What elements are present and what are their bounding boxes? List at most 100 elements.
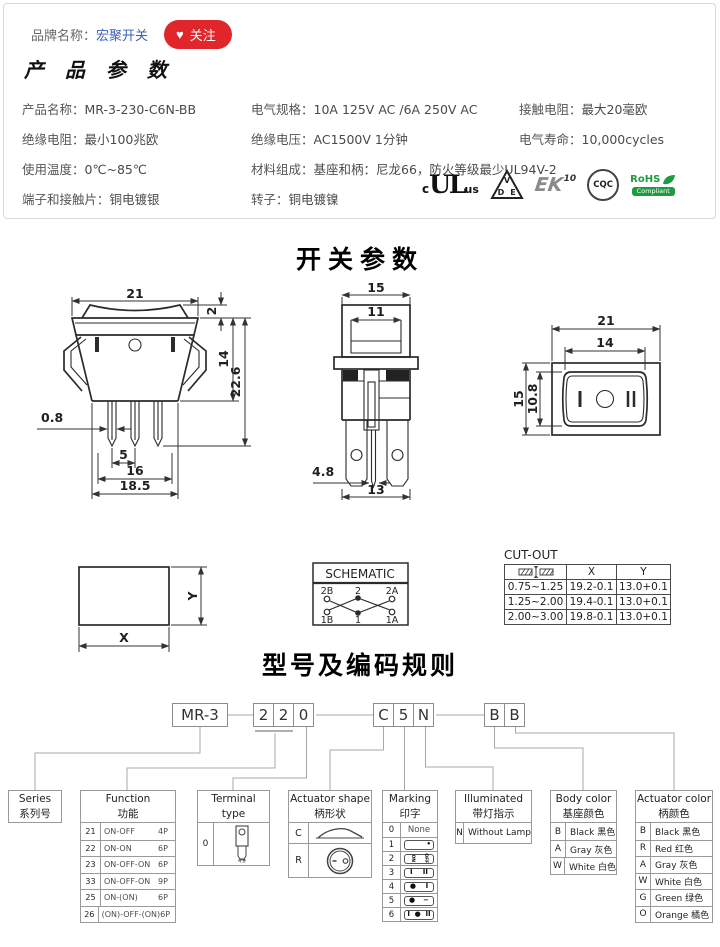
table-row: C	[289, 823, 371, 843]
side-view-drawing: 15 11 4.8 13	[312, 280, 419, 500]
coding-connector-lines	[34, 714, 675, 790]
follow-label: 关注	[189, 28, 216, 43]
category-series: Series 系列号	[8, 790, 62, 823]
spec-contact-resistance: 接触电阻：最大20毫欧	[519, 102, 648, 117]
code-cell: 5	[393, 703, 414, 727]
leaf-icon	[663, 174, 676, 184]
code-cell: B	[504, 703, 525, 727]
spec-rotor: 转子：铜电镀镍	[251, 192, 339, 207]
code-cell: C	[373, 703, 394, 727]
dim-label: Y	[185, 591, 200, 602]
code-cell: 2	[253, 703, 274, 727]
dim-label: 2	[204, 307, 219, 316]
table-row: 6 I●II	[383, 907, 437, 921]
category-actuator-color: Actuator color 柄颜色	[635, 790, 713, 823]
dim-label: 18.5	[120, 478, 151, 493]
top-view-drawing: 21 14 15 10.8	[511, 313, 661, 436]
dim-label: 10.8	[525, 384, 540, 415]
code-letters: C 5 N	[373, 703, 434, 727]
schematic-title: SCHEMATIC	[325, 567, 394, 581]
dim-label: 15	[367, 280, 384, 295]
marking-icon-dot-dash: ●−	[404, 895, 434, 906]
dim-label: 14	[596, 335, 614, 350]
spec-insulation-voltage: 绝缘电压：AC1500V 1分钟	[251, 132, 408, 147]
table-row: 0 4.8	[198, 823, 269, 865]
table-row: 4 ●I	[383, 879, 437, 893]
spec-product-name: 产品名称：MR-3-230-C6N-BB	[22, 102, 197, 117]
spec-electrical-life: 电气寿命：10,000cycles	[519, 132, 665, 147]
marking-icon-dot-i: ●I	[404, 881, 434, 892]
digits-underline	[255, 730, 293, 732]
coding-rules-title: 型号及编码规则	[261, 651, 458, 680]
product-info-card: 品牌名称： 宏聚开关 ♥ 关注 产 品 参 数 产品名称：MR-3-230-C6…	[3, 3, 716, 219]
code-colors: B B	[484, 703, 525, 727]
vde-mark: V D E	[490, 168, 524, 199]
code-series-box: MR-3	[172, 703, 228, 727]
code-cell: N	[413, 703, 434, 727]
dim-label: 22.6	[228, 366, 243, 397]
dim-label: 16	[126, 463, 144, 478]
spec-terminals: 端子和接触片：铜电镀银	[22, 192, 160, 207]
marking-icon-dot: •	[404, 839, 434, 850]
table-row: N Without Lamp	[456, 823, 531, 843]
brand-link[interactable]: 宏聚开关	[96, 29, 149, 44]
round-actuator-icon	[326, 847, 354, 874]
switch-params-title: 开关参数	[295, 245, 424, 274]
brand-label: 品牌名称：	[31, 29, 97, 44]
rocker-profile-icon	[316, 828, 364, 839]
table-row: 0.75~1.25 19.2-0.1 13.0+0.1	[504, 579, 671, 595]
dim-label: 15	[511, 390, 526, 407]
dim-label: 11	[367, 304, 384, 319]
dim-label: 21	[597, 313, 614, 328]
dim-label: 14	[216, 350, 231, 368]
dim-label: 5	[119, 447, 128, 462]
heart-icon: ♥	[176, 27, 184, 42]
svg-text:D: D	[498, 188, 505, 197]
dim-label: 0.8	[41, 410, 63, 425]
svg-text:1: 1	[355, 615, 361, 626]
actuator-shape-table: C R	[288, 822, 372, 878]
table-row: 2.00~3.00 19.8-0.1 13.0+0.1	[504, 609, 671, 625]
schematic-drawing: SCHEMATIC 2B 2 2A 1B 1 1A	[312, 562, 409, 626]
cutout-xy-drawing: Y X	[78, 566, 207, 652]
follow-button[interactable]: ♥ 关注	[164, 20, 232, 49]
category-terminal-type: Terminal type 端子种类	[197, 790, 270, 835]
table-row: 0 None	[383, 823, 437, 837]
category-body-color: Body color 基座颜色	[550, 790, 617, 823]
spec-electrical-rating: 电气规格：10A 125V AC /6A 250V AC	[251, 102, 478, 117]
spec-operating-temp: 使用温度：0℃~85℃	[22, 162, 147, 177]
illuminated-table: N Without Lamp	[455, 822, 532, 844]
dim-label: X	[119, 630, 129, 645]
table-row: 1 •	[383, 837, 437, 851]
cutout-table: X Y 0.75~1.25 19.2-0.1 13.0+0.1 1.25~2.0…	[504, 564, 671, 625]
code-digits: 2 2 0	[253, 703, 314, 727]
svg-text:4.8: 4.8	[238, 859, 245, 865]
code-cell: 2	[273, 703, 294, 727]
front-view-drawing: 21 2 14 22.6 0.8 5 16 18.5	[37, 286, 251, 499]
svg-text:2: 2	[355, 586, 361, 597]
svg-text:E: E	[510, 188, 515, 197]
rohs-mark: RoHS Compliant	[630, 174, 676, 197]
table-row: 1.25~2.00 19.4-0.1 13.0+0.1	[504, 594, 671, 610]
table-row: 5 ●−	[383, 893, 437, 907]
